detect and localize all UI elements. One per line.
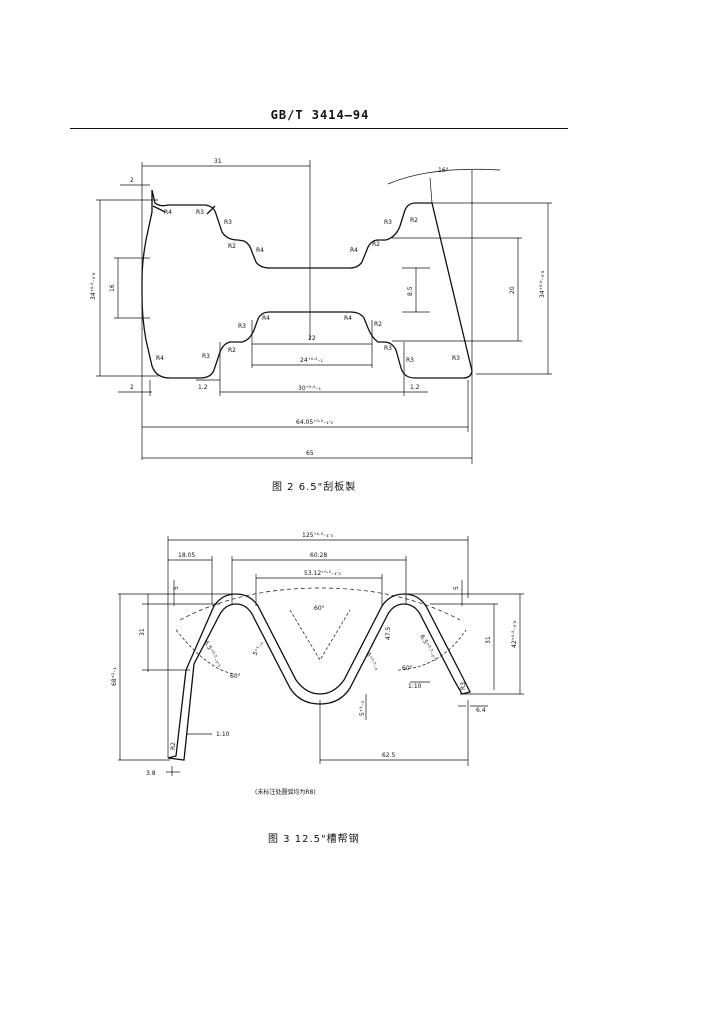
radius-label: R3 [452,355,460,362]
dim-42: 42⁺⁰·⁵₋₀·₈ [511,620,518,648]
figure-2-radius-labels: R4 R3 R3 R2 R4 R4 R2 R3 R2 R3 R4 R4 R2 R… [156,209,460,364]
slope-1-10-left: 1:10 [216,731,230,738]
dim-60-28: 60.28 [310,552,327,559]
figure-2-profile [141,189,473,379]
figure-3-note: (未标注处圆弧均为R8) [255,789,316,796]
radius-label: R2 [372,241,380,248]
dim-31: 31 [214,158,222,165]
dim-64: 64.05⁺⁰·⁵₋₁·₀ [296,419,334,426]
radius-label: R3 [406,357,414,364]
dim-8-5: 8.5 [407,286,414,296]
dim-2-bottom: 2 [130,384,134,391]
radius-label: R3 [238,323,246,330]
dim-5-bottom: 5⁺¹₋₀ [359,700,366,716]
dim-2-top: 2 [130,177,134,184]
dim-30: 30⁺⁰·⁵₋₁ [298,385,322,392]
figure-2-dimension-lines [96,160,552,464]
dim-31-left: 31 [139,628,146,636]
radius-label: R2 [374,321,382,328]
radius-label: R4 [350,247,358,254]
dim-53-12: 53.12⁺⁰·⁵₋₁·₀ [304,570,342,577]
header-rule [70,128,568,129]
dim-24: 24⁺⁰·⁵₋₁ [300,357,324,364]
figure-3-dimension-labels: 125⁺¹·⁵₋₁·₀ 18.05 60.28 53.12⁺⁰·⁵₋₁·₀ 5 … [111,532,518,777]
dim-5-c: 5⁺⁰·⁵₋₀ [364,652,380,673]
dim-47-5: 47.5 [385,626,392,640]
dim-65: 65 [306,450,314,457]
dim-16: 16 [109,284,116,292]
angle-60-left: 60° [230,673,241,680]
radius-label: R2 [228,243,236,250]
dim-34-left: 34⁺⁰·⁵₋₀·₈ [90,272,97,300]
radius-label: R3 [384,345,392,352]
radius-label: R3 [196,209,204,216]
dim-5-left: 5 [173,586,180,590]
radius-label: R3 [224,219,232,226]
dim-1-2-left: 1.2 [198,384,208,391]
figure-2-dimension-labels: 31 2 16° 34⁺⁰·⁵₋₀·₈ 16 8.5 20 34⁺⁰·⁵₋₀·₈… [90,158,546,457]
dim-62-5: 62.5 [382,752,396,759]
dim-5-right: 5 [453,586,460,590]
slope-1-10-right: 1:10 [408,683,422,690]
dim-22: 22 [308,335,316,342]
angle-60-right: 60° [402,665,413,672]
radius-label: R4 [256,247,264,254]
figure-3-dimension-lines [118,536,524,776]
radius-label: R3 [384,219,392,226]
dim-6-5-a: 6.5⁺⁰·⁵₋₀·₅ [202,640,223,669]
dim-125: 125⁺¹·⁵₋₁·₀ [302,532,334,539]
figure-3-caption: 图 3 12.5"槽帮钢 [268,834,360,845]
radius-label: R4 [156,355,164,362]
radius-label: R2 [228,347,236,354]
dim-68: 68⁺²₋₁ [111,667,118,686]
radius-label: R4 [262,315,270,322]
dim-1-2-right: 1.2 [410,384,420,391]
dim-6-4: 6.4 [476,707,486,714]
dim-3-8: 3.8 [146,770,156,777]
dim-5-b: 5⁺¹₋₀ [252,640,266,657]
angle-60-top: 60° [314,605,325,612]
dim-6-5-d: 6.5⁺⁰·⁵₋₀·₅ [418,634,439,663]
radius-r2: R2 [170,742,177,750]
radius-label: R3 [202,353,210,360]
radius-r3: R3 [460,682,467,690]
dim-angle-16: 16° [438,167,449,174]
radius-label: R4 [164,209,172,216]
dim-20: 20 [509,286,516,294]
standard-number: GB/T 3414—94 [270,108,370,122]
figure-2-caption: 图 2 6.5"刮板製 [272,482,357,493]
dim-31-right: 31 [485,636,492,644]
figure-3-profile [167,593,471,761]
dim-18-05: 18.05 [178,552,195,559]
radius-label: R2 [410,217,418,224]
dim-34-right: 34⁺⁰·⁵₋₀·₈ [539,270,546,298]
radius-label: R4 [344,315,352,322]
